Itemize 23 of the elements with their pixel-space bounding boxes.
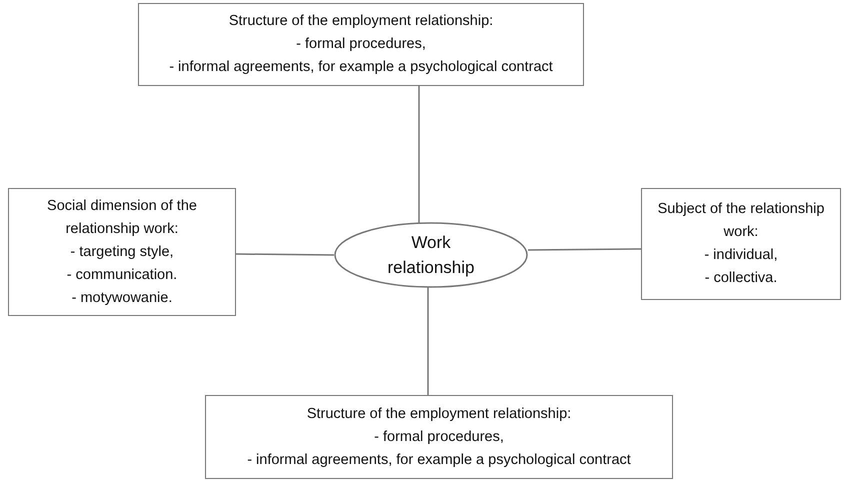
text-box <box>205 395 673 479</box>
ellipse-node <box>334 222 528 288</box>
box-heading: Social dimension of the relationship work: <box>46 196 198 238</box>
box-heading: Structure of the employment relationship: <box>306 404 572 424</box>
list-item: - informal agreements, for example a psychological contract <box>169 58 553 77</box>
connector-line <box>418 86 420 223</box>
list-item: - individual, <box>704 246 778 265</box>
list-item: - motywowanie. <box>72 288 172 308</box>
box-heading: Subject of the relationship work: <box>656 200 826 242</box>
text-box <box>8 188 236 316</box>
box-heading: Structure of the employment relationship: <box>228 12 494 31</box>
list-item: - collectiva. <box>704 269 778 288</box>
list-item: - formal procedures, <box>296 35 426 54</box>
text-box <box>138 3 584 86</box>
list-item: - informal agreements, for example a psychological contract <box>247 450 631 470</box>
connector-line <box>236 253 334 256</box>
node-label: Work relationship <box>386 232 476 279</box>
list-item: - communication. <box>66 266 178 284</box>
text-box <box>641 188 841 300</box>
list-item: - formal procedures, <box>374 428 504 446</box>
connector-line <box>427 287 429 395</box>
connector-line <box>528 248 641 251</box>
list-item: - targeting style, <box>70 242 174 262</box>
